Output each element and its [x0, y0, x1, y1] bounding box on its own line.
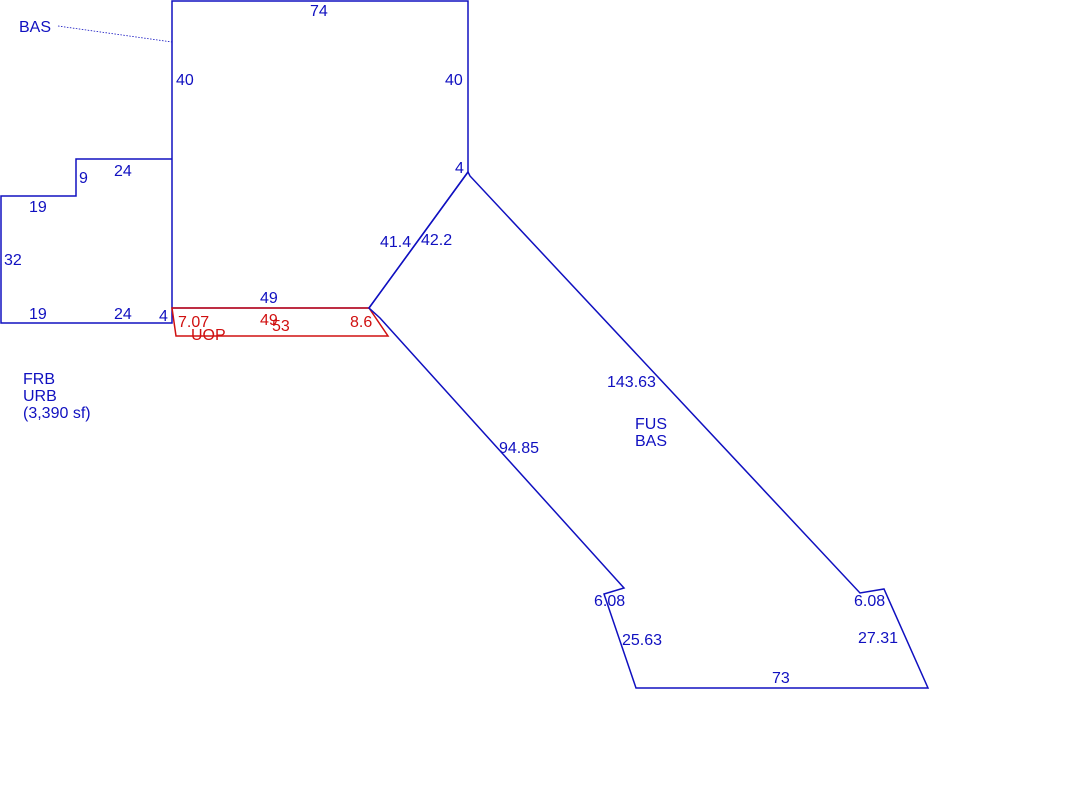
- dim-bottom-left: 24: [114, 306, 132, 323]
- area-label-two-line-2: BAS: [635, 433, 667, 450]
- dim-long-right: 143.63: [607, 374, 656, 391]
- area-label-two: FUS: [635, 416, 667, 433]
- dim-left-side: 32: [4, 252, 22, 269]
- callout-label: BAS: [19, 19, 51, 36]
- porch-dim-right: 8.6: [350, 314, 372, 331]
- dim-lower-left: 25.63: [622, 632, 662, 649]
- dim-mid-top: 49: [260, 290, 278, 307]
- callout-leader: [57, 25, 173, 43]
- dim-right-upper: 40: [445, 72, 463, 89]
- dim-step-small: 9: [79, 170, 88, 187]
- dim-notch-left: 6.08: [594, 593, 625, 610]
- porch-outline: [171, 307, 390, 337]
- dim-long-left: 94.85: [499, 440, 539, 457]
- dim-bottom: 73: [772, 670, 790, 687]
- dim-bottom-small: 4: [159, 308, 168, 325]
- area-label-one-line-2: URB: [23, 388, 57, 405]
- wing-outline: [367, 170, 930, 689]
- area-label-one: FRB: [23, 371, 55, 388]
- dim-lower-right: 27.31: [858, 630, 898, 647]
- dim-left-step-upper: 19: [29, 199, 47, 216]
- dim-diag-inner: 41.4: [380, 234, 411, 251]
- main-building-outline: [0, 0, 469, 324]
- dim-corner: 4: [455, 160, 464, 177]
- dim-notch-right: 6.08: [854, 593, 885, 610]
- porch-label: UOP: [191, 327, 226, 344]
- area-label-one-line-3: (3,390 sf): [23, 405, 91, 422]
- dim-diag-outer: 42.2: [421, 232, 452, 249]
- dim-top: 74: [310, 3, 328, 20]
- dim-left-step-lower: 19: [29, 306, 47, 323]
- dim-left-upper: 40: [176, 72, 194, 89]
- porch-dim-left: 7.07: [178, 314, 209, 331]
- dim-step-upper: 24: [114, 163, 132, 180]
- porch-dim-top: 49: [260, 312, 278, 329]
- porch-dim-bottom: 53: [272, 318, 290, 335]
